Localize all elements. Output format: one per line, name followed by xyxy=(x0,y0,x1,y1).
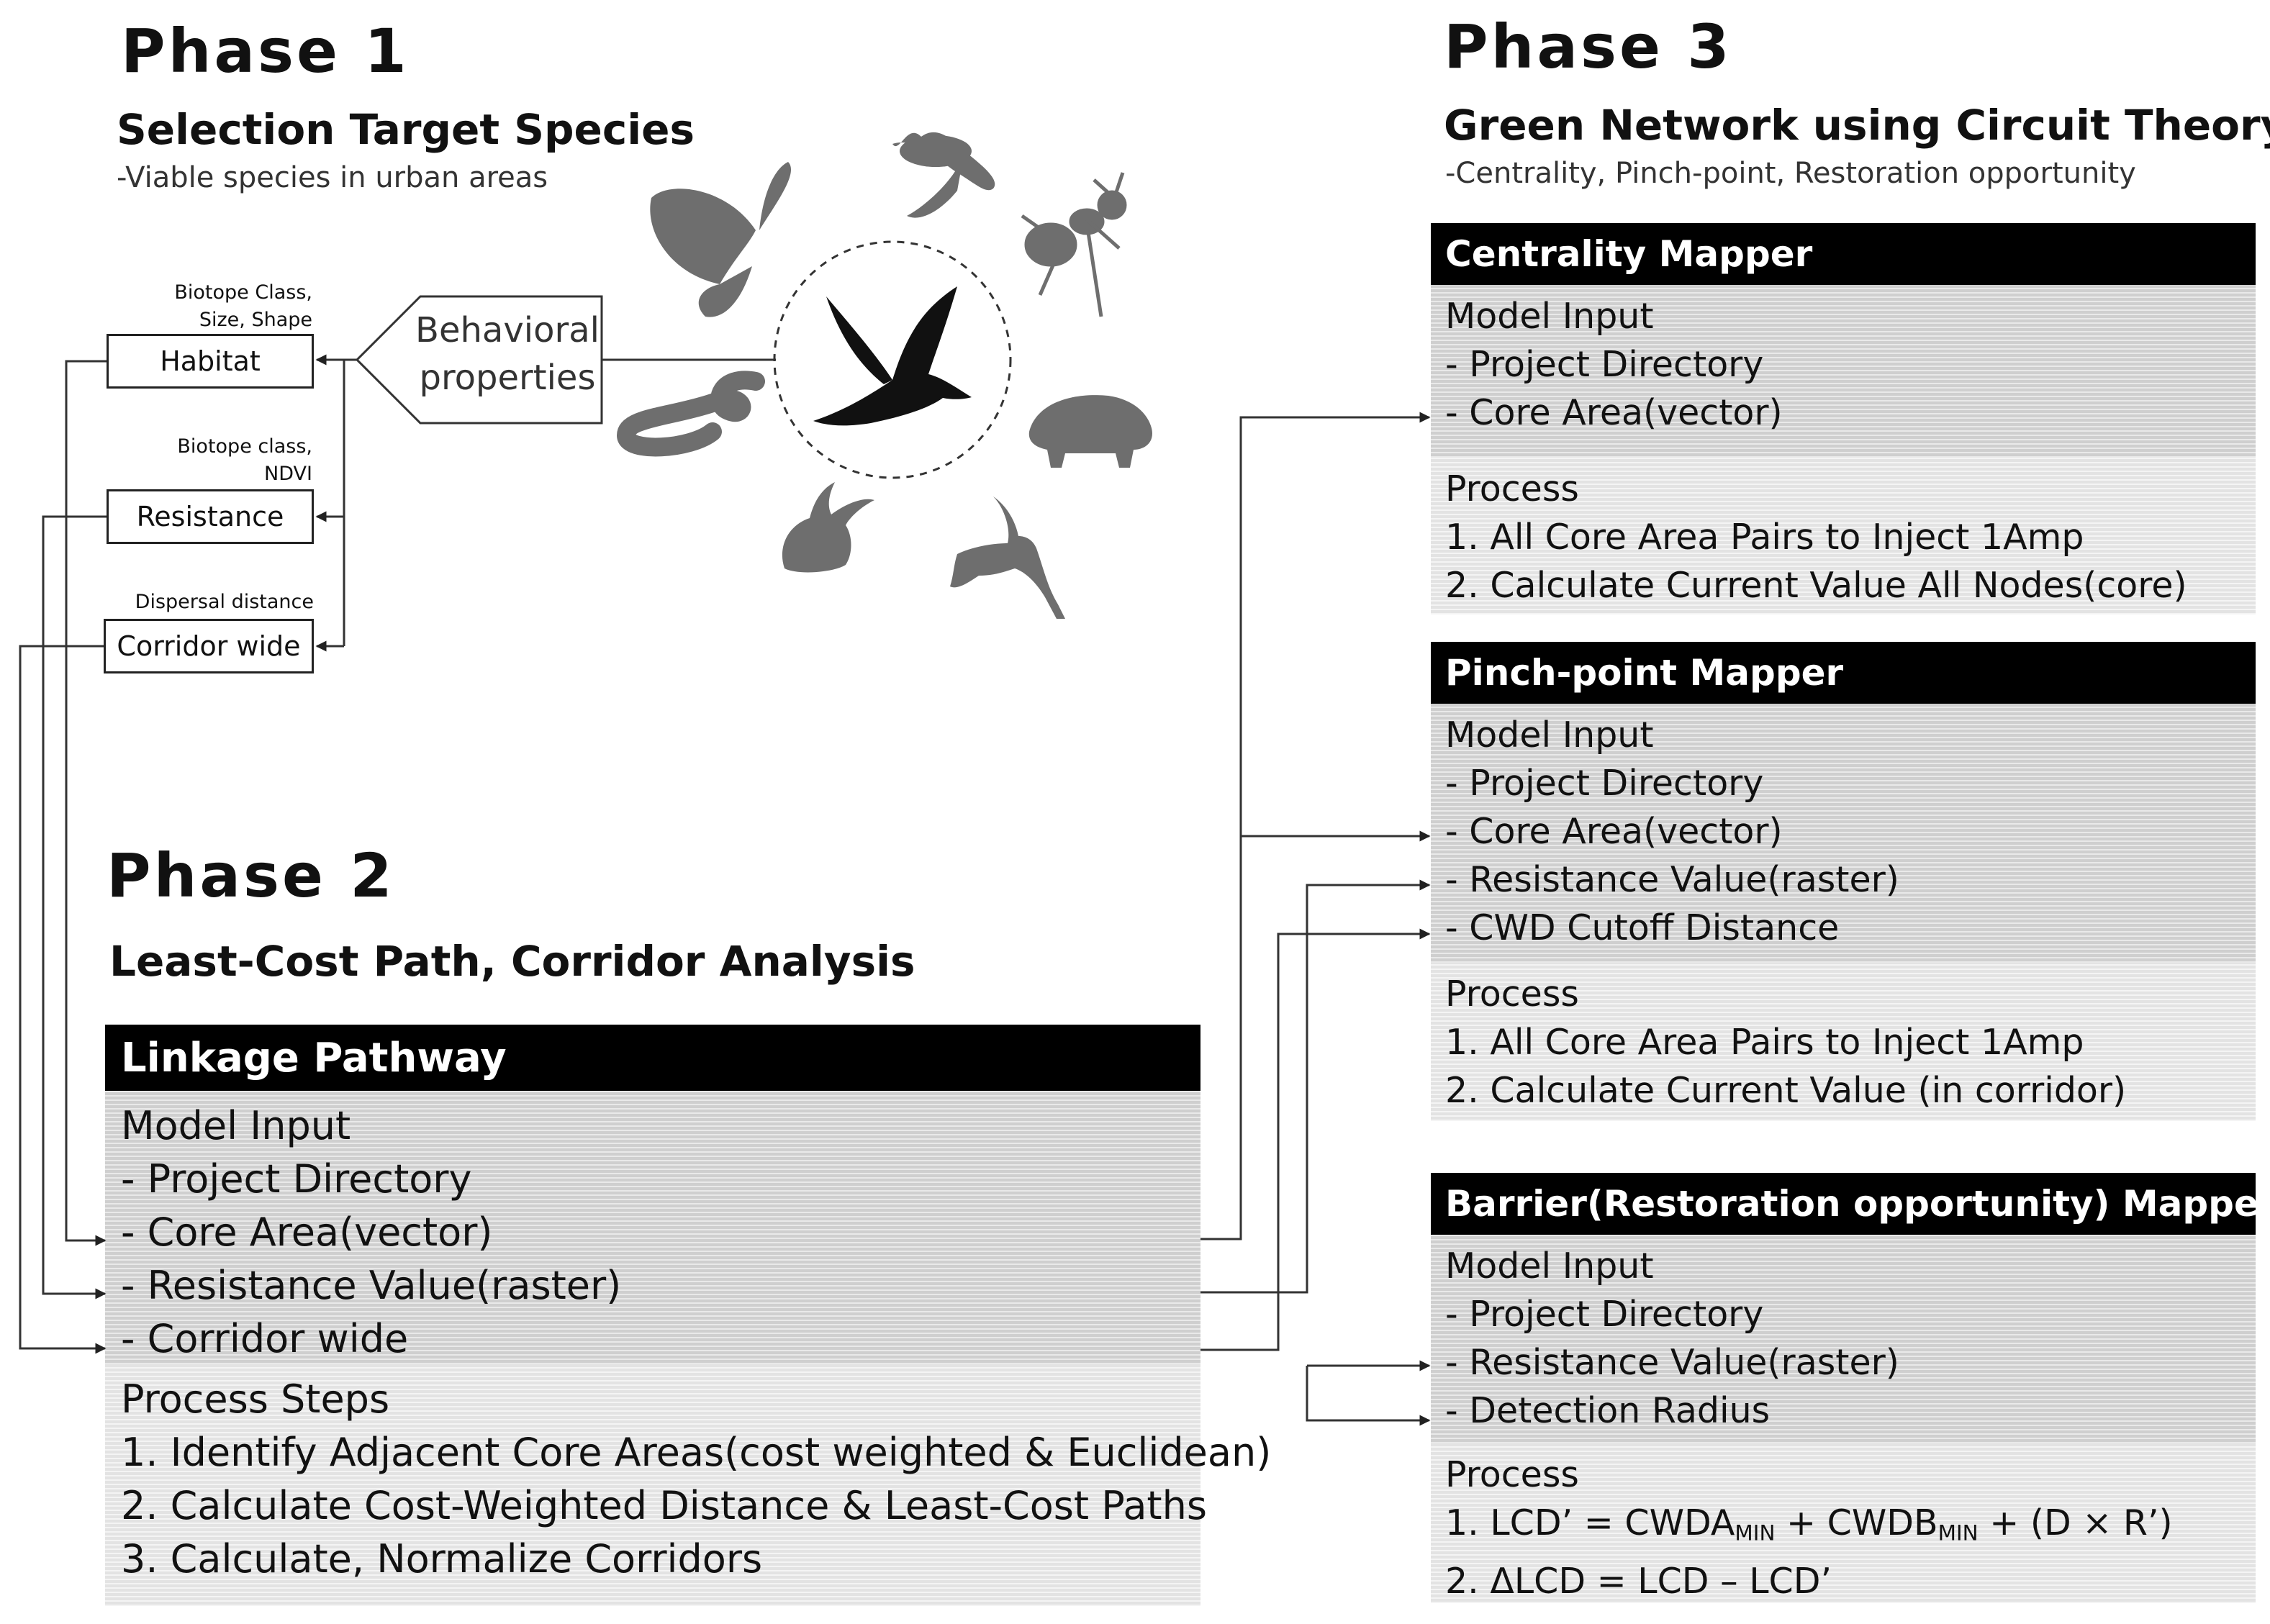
formula1-middle: + CWDB xyxy=(1775,1502,1938,1543)
behavioral-properties-shape xyxy=(355,295,603,425)
pinch-input-item: - CWD Cutoff Distance xyxy=(1445,907,1840,948)
resistance-note-line1: Biotope class, xyxy=(177,435,312,458)
pinch-process-step: 2. Calculate Current Value (in corridor) xyxy=(1445,1070,2127,1111)
phase2-to-phase3-connectors xyxy=(1200,412,1431,1426)
phase3-subtitle: Green Network using Circuit Theory xyxy=(1444,101,2270,150)
pinch-process-section: Process 1. All Core Area Pairs to Inject… xyxy=(1431,963,2256,1121)
linkage-process-step: 2. Calculate Cost-Weighted Distance & Le… xyxy=(121,1483,1207,1528)
barrier-process-section: Process 1. LCD’ = CWDAMIN + CWDBMIN + (D… xyxy=(1431,1443,2256,1603)
resistance-to-resistance-value xyxy=(42,515,107,1299)
corridor-to-cwd-cutoff xyxy=(1200,928,1431,1351)
habitat-to-core-area xyxy=(65,360,107,1246)
rabbit-icon xyxy=(782,482,874,573)
phase1-connectors xyxy=(315,295,776,652)
phase2-subtitle: Least-Cost Path, Corridor Analysis xyxy=(109,937,915,986)
barrier-input-item: - Detection Radius xyxy=(1445,1390,1771,1431)
ant-icon xyxy=(1021,172,1127,317)
centrality-mapper-panel: Centrality Mapper Model Input - Project … xyxy=(1431,223,2256,614)
centrality-input-item: - Project Directory xyxy=(1445,344,1764,385)
barrier-input-item: - Project Directory xyxy=(1445,1294,1764,1335)
barrier-process-title: Process xyxy=(1445,1454,1579,1495)
resistance-box: Resistance xyxy=(107,489,314,544)
behavioral-line2: properties xyxy=(419,358,596,398)
habitat-note-line1: Biotope Class, xyxy=(174,281,312,304)
corridor-box: Corridor wide xyxy=(104,619,314,673)
barrier-formula-1: 1. LCD’ = CWDAMIN + CWDBMIN + (D × R’) xyxy=(1445,1499,2256,1557)
pinch-input-item: - Resistance Value(raster) xyxy=(1445,859,1899,900)
linkage-process-title: Process Steps xyxy=(121,1376,390,1422)
core-area-to-centrality xyxy=(1200,412,1431,1240)
barrier-formula-2: 2. ΔLCD = LCD – LCD’ xyxy=(1445,1561,1832,1602)
barrier-input-item: - Resistance Value(raster) xyxy=(1445,1342,1899,1383)
pinch-input-item: - Core Area(vector) xyxy=(1445,811,1783,852)
linkage-input-item: - Project Directory xyxy=(121,1156,472,1202)
phase1-to-phase2-connectors xyxy=(19,360,107,1354)
barrier-mapper-panel: Barrier(Restoration opportunity) Mapper … xyxy=(1431,1173,2270,1603)
linkage-input-item: - Resistance Value(raster) xyxy=(121,1263,622,1308)
linkage-pathway-header: Linkage Pathway xyxy=(105,1025,1200,1091)
linkage-pathway-panel: Linkage Pathway Model Input - Project Di… xyxy=(105,1025,1272,1606)
centrality-process-section: Process 1. All Core Area Pairs to Inject… xyxy=(1431,458,2256,614)
pinch-input-title: Model Input xyxy=(1445,715,1654,756)
linkage-process-step: 3. Calculate, Normalize Corridors xyxy=(121,1536,763,1582)
pinch-process-step: 1. All Core Area Pairs to Inject 1Amp xyxy=(1445,1022,2084,1063)
boar-icon xyxy=(1028,395,1152,468)
habitat-box: Habitat xyxy=(107,334,314,389)
phase2-title: Phase 2 xyxy=(107,840,395,911)
behavioral-properties-label: Behavioral properties xyxy=(413,307,602,402)
phase3-title: Phase 3 xyxy=(1444,12,1732,82)
linkage-input-item: - Corridor wide xyxy=(121,1316,409,1361)
linkage-process-step: 1. Identify Adjacent Core Areas(cost wei… xyxy=(121,1430,1272,1475)
pinch-point-mapper-panel: Pinch-point Mapper Model Input - Project… xyxy=(1431,642,2256,1121)
barrier-input-section: Model Input - Project Directory - Resist… xyxy=(1431,1235,2256,1443)
corridor-to-corridor-wide xyxy=(19,645,107,1354)
formula1-prefix: 1. LCD’ = CWDA xyxy=(1445,1502,1735,1543)
phase3-note: -Centrality, Pinch-point, Restoration op… xyxy=(1445,157,2136,190)
behavioral-line1: Behavioral xyxy=(415,310,600,350)
pinch-input-item: - Project Directory xyxy=(1445,763,1764,804)
centrality-process-title: Process xyxy=(1445,468,1579,509)
pinch-input-section: Model Input - Project Directory - Core A… xyxy=(1431,704,2256,963)
habitat-note-line2: Size, Shape xyxy=(199,309,312,331)
deer-icon xyxy=(950,496,1065,619)
phase1-note: -Viable species in urban areas xyxy=(117,161,548,194)
linkage-input-title: Model Input xyxy=(121,1103,351,1148)
centrality-input-item: - Core Area(vector) xyxy=(1445,392,1783,433)
centrality-process-step: 2. Calculate Current Value All Nodes(cor… xyxy=(1445,565,2187,606)
butterfly-icon xyxy=(650,162,792,317)
resistance-note: Biotope class, NDVI xyxy=(177,433,312,488)
phase1-subtitle: Selection Target Species xyxy=(117,105,695,154)
centrality-input-section: Model Input - Project Directory - Core A… xyxy=(1431,285,2256,458)
corridor-note-line1: Dispersal distance xyxy=(135,591,314,613)
pinch-process-title: Process xyxy=(1445,974,1579,1015)
species-circle xyxy=(773,240,1012,479)
formula1-sub2: MIN xyxy=(1937,1520,1979,1546)
barrier-input-title: Model Input xyxy=(1445,1246,1654,1287)
linkage-input-section: Model Input - Project Directory - Core A… xyxy=(105,1091,1200,1364)
centrality-mapper-header: Centrality Mapper xyxy=(1431,223,2256,285)
resistance-to-pinch xyxy=(1200,879,1431,1294)
formula1-sub1: MIN xyxy=(1735,1520,1776,1546)
resistance-to-detection-radius xyxy=(1306,1366,1431,1426)
formula1-suffix: + (D × R’) xyxy=(1978,1502,2173,1543)
resistance-note-line2: NDVI xyxy=(264,463,312,485)
barrier-mapper-header: Barrier(Restoration opportunity) Mapper xyxy=(1431,1173,2270,1235)
centrality-input-title: Model Input xyxy=(1445,296,1654,337)
pinch-point-mapper-header: Pinch-point Mapper xyxy=(1431,642,2256,704)
bird-icon xyxy=(813,286,972,426)
snake-icon xyxy=(616,371,765,457)
linkage-input-item: - Core Area(vector) xyxy=(121,1210,493,1255)
frog-icon xyxy=(892,132,995,218)
phase1-title: Phase 1 xyxy=(121,16,410,86)
centrality-process-step: 1. All Core Area Pairs to Inject 1Amp xyxy=(1445,517,2084,558)
linkage-process-section: Process Steps 1. Identify Adjacent Core … xyxy=(105,1364,1272,1606)
corridor-note: Dispersal distance xyxy=(135,589,314,616)
habitat-note: Biotope Class, Size, Shape xyxy=(174,279,312,334)
